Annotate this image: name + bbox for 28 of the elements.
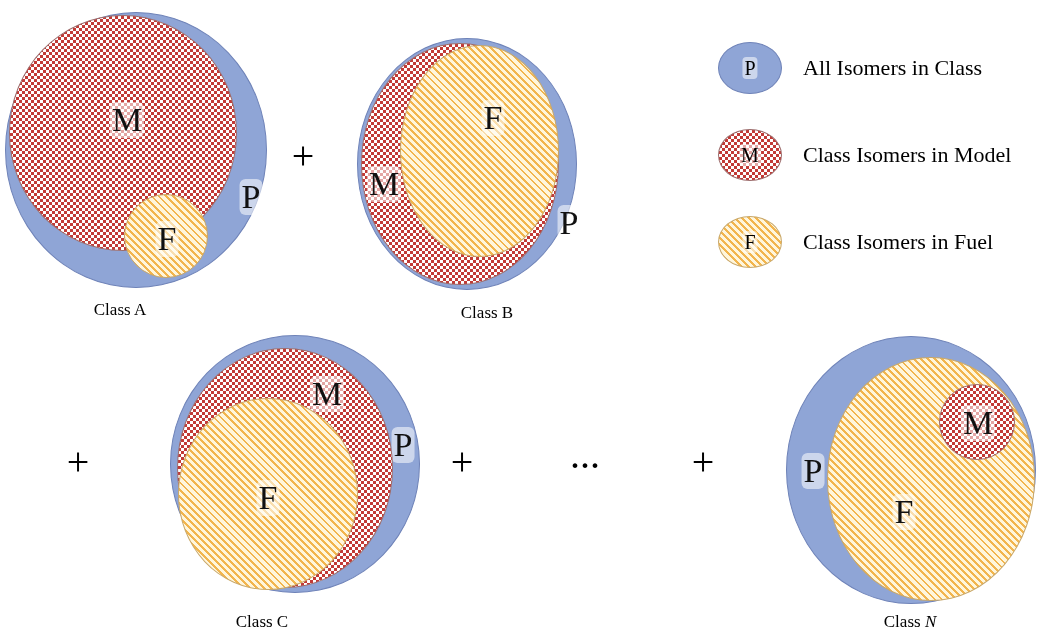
operator-sign: ... [570,435,600,475]
class-caption: Class A [93,300,147,320]
legend-text: Class Isomers in Model [803,142,1012,168]
set-letter: M [366,166,402,202]
operator-sign: + [66,442,90,482]
set-circle [124,194,208,278]
set-letter: M [109,102,145,138]
class-caption: Class C [235,612,289,632]
class-caption: Class N [883,612,937,632]
set-circle [400,45,559,257]
class-caption: Class B [460,303,514,323]
set-letter: M [960,405,996,441]
set-letter: F [155,221,179,257]
set-letter: P [801,453,825,489]
legend-text: All Isomers in Class [803,55,983,81]
set-letter: P [391,427,415,463]
legend-letter: P [742,57,758,79]
operator-sign: + [691,442,715,482]
legend-letter: M [739,144,761,166]
legend-letter: F [742,231,758,253]
set-letter: F [892,494,916,530]
set-letter: F [481,100,505,136]
legend-text: Class Isomers in Fuel [803,229,994,255]
set-letter: F [256,480,280,516]
set-letter: P [239,179,263,215]
operator-sign: + [291,136,315,176]
set-circle [939,384,1015,460]
operator-sign: + [450,442,474,482]
